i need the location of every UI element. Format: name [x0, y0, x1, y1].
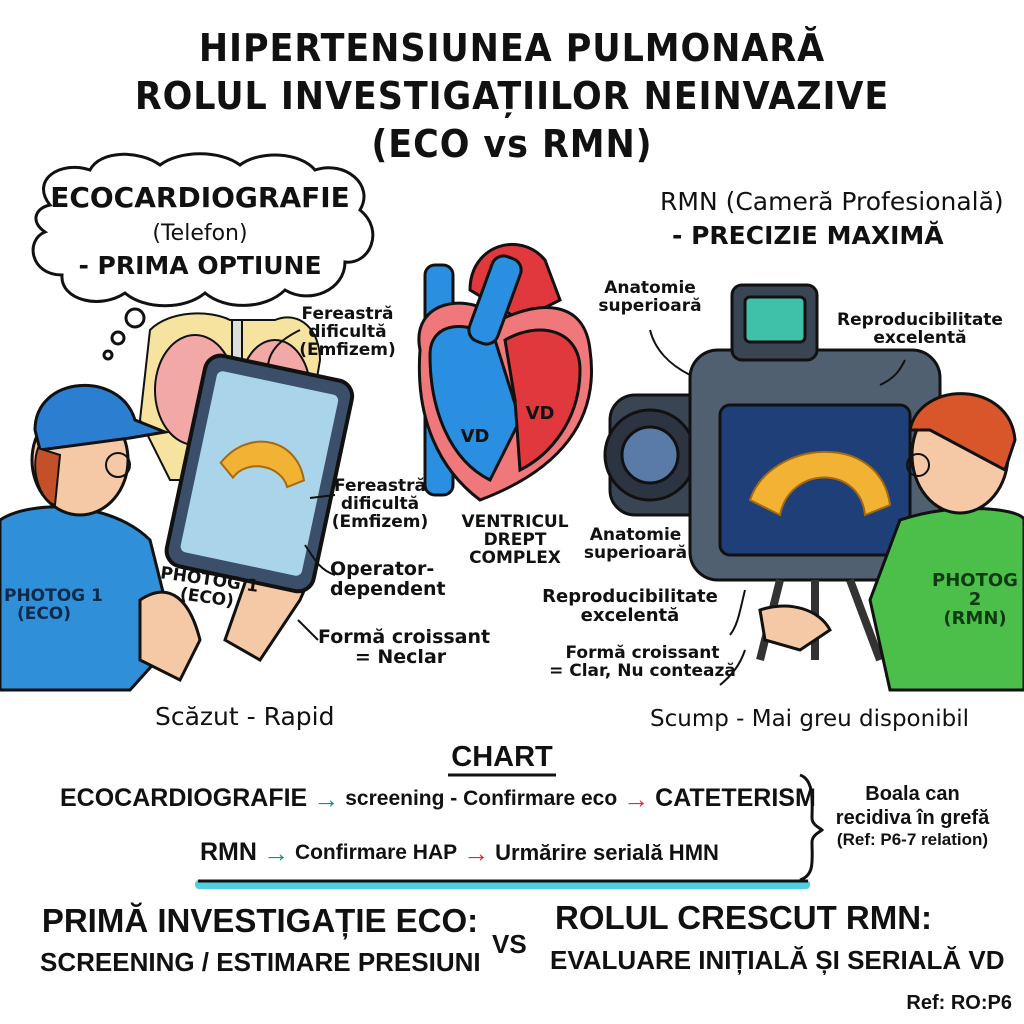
- eco-cloud-sub: (Telefon): [152, 221, 248, 246]
- bottom-right-sub: EVALUARE INIȚIALĂ ȘI SERIALĂ VD: [550, 945, 1005, 975]
- vs-label: VS: [492, 929, 527, 959]
- eco-cloud-title: ECOCARDIOGRAFIE: [50, 181, 350, 214]
- photographer-2-illustration: [758, 392, 1024, 692]
- brace-icon: [799, 773, 825, 882]
- eco-label-operator: Operator-dependent: [330, 558, 446, 600]
- red-arrow-icon: →: [463, 837, 490, 868]
- title-line-1: HIPERTENSIUNEA PULMONARĂ: [198, 26, 826, 70]
- chart-row-rmn-end: Urmărire serială HMN: [495, 839, 719, 865]
- camera-icon: [603, 283, 942, 662]
- chart-row-rmn: RMN → Confirmare HAP → Urmărire serială …: [200, 838, 719, 867]
- reference-label: Ref: RO:P6: [906, 992, 1012, 1014]
- teal-arrow-icon: →: [313, 783, 340, 814]
- pointer-lines: [267, 329, 906, 686]
- chart-row-eco-end: CATETERISM: [655, 784, 816, 812]
- eco-cloud-tag: - PRIMA OPTIUNE: [78, 251, 322, 280]
- chart-row-eco-middle: screening - Confirmare eco: [345, 786, 618, 810]
- thought-cloud-icon: [31, 152, 375, 361]
- bottom-left-sub: SCREENING / ESTIMARE PRESIUNI: [40, 947, 481, 977]
- bottom-right-title: ROLUL CRESCUT RMN:: [555, 899, 933, 936]
- eco-cost: Scăzut - Rapid: [155, 702, 335, 731]
- heart-illustration: [417, 242, 593, 502]
- tablet-icon: [164, 353, 355, 594]
- rmn-cost: Scump - Mai greu disponibil: [650, 706, 969, 732]
- chart-row-rmn-middle: Confirmare HAP: [294, 840, 458, 864]
- red-arrow-icon: →: [623, 783, 650, 814]
- photog-1-shirt-label: PHOTOG 1(ECO): [4, 586, 103, 624]
- chart-heading: CHART: [451, 741, 553, 773]
- chart-row-rmn-start: RMN: [200, 838, 257, 866]
- bottom-left-title: PRIMĂ INVESTIGAȚIE ECO:: [41, 902, 479, 939]
- rmn-tag: - PRECIZIE MAXIMĂ: [672, 221, 944, 250]
- chart-row-eco-start: ECOCARDIOGRAFIE: [60, 784, 308, 812]
- teal-arrow-icon: →: [262, 837, 289, 868]
- chart-note: Boala can recidiva în grefă (Ref: P6-7 r…: [835, 783, 990, 849]
- rmn-label-shape: Formă croissant= Clar, Nu contează: [549, 643, 736, 681]
- heart-label-vd-right: VD: [525, 403, 555, 424]
- title-line-3: (ECO vs RMN): [371, 122, 653, 166]
- chart-row-eco: ECOCARDIOGRAFIE → screening - Confirmare…: [60, 784, 816, 813]
- rmn-title: RMN (Cameră Profesională): [660, 187, 1004, 216]
- heart-label-vd-left: VD: [460, 426, 490, 447]
- eco-label-shape: Formă croissant= Neclar: [318, 626, 491, 668]
- title-line-2: ROLUL INVESTIGAȚIILOR NEINVAZIVE: [134, 74, 890, 118]
